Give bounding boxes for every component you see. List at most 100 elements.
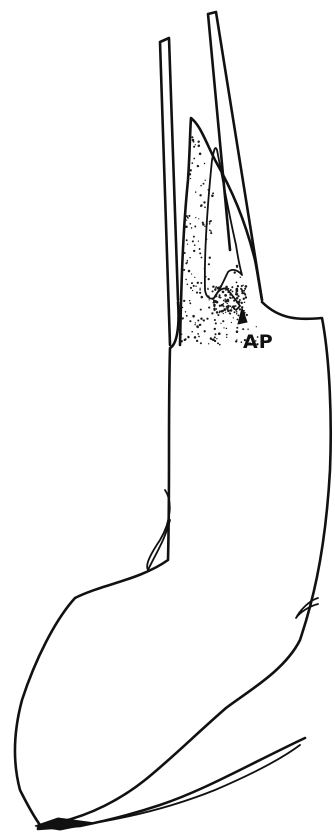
stipple-dot (204, 330, 206, 332)
stipple-dot (231, 297, 233, 299)
stipple-dot (241, 302, 243, 304)
stipple-dot (191, 282, 193, 284)
ap-label: AP (243, 331, 274, 353)
stipple-dot (200, 185, 202, 187)
stipple-dot (226, 303, 228, 305)
stipple-dot (208, 263, 210, 265)
stipple-dot (190, 287, 192, 289)
stipple-dot (189, 223, 191, 225)
stipple-dot (189, 145, 191, 147)
stipple-dot (224, 287, 226, 289)
stipple-dot (216, 311, 219, 314)
stipple-dot (203, 201, 205, 203)
stipple-dot (204, 267, 206, 269)
stipple-dot (226, 337, 227, 338)
stipple-dot (195, 285, 196, 286)
stipple-dot (228, 288, 229, 289)
stipple-dot (194, 226, 196, 228)
stipple-dot (182, 317, 184, 319)
stipple-dot (214, 289, 216, 291)
stipple-dot (245, 296, 247, 298)
stipple-dot (219, 294, 221, 296)
stipple-dot (243, 292, 245, 294)
stipple-dot (219, 344, 221, 346)
stipple-dot (204, 270, 205, 271)
stipple-dot (186, 239, 188, 241)
stipple-dot (212, 285, 214, 287)
stipple-dot (233, 271, 235, 273)
stipple-dot (244, 302, 246, 304)
stipple-dot (192, 240, 194, 242)
stipple-dot (215, 296, 216, 297)
stipple-dot (192, 290, 193, 291)
stipple-dot (199, 252, 201, 254)
stipple-dot (191, 136, 193, 138)
stipple-dot (223, 306, 225, 308)
stipple-dot (230, 309, 233, 312)
stipple-dot (211, 312, 213, 314)
stipple-dot (217, 314, 219, 316)
stipple-dot (243, 290, 245, 292)
stipple-dot (208, 343, 209, 344)
stipple-dot (200, 204, 202, 206)
stipple-dot (191, 331, 193, 333)
stipple-dot (199, 194, 201, 196)
stipple-dot (237, 285, 239, 287)
stipple-dot (181, 333, 183, 335)
stipple-dot (229, 312, 231, 314)
stipple-dot (197, 165, 199, 167)
stipple-dot (206, 239, 207, 240)
stipple-dot (203, 183, 205, 185)
stipple-dot (199, 289, 201, 291)
stipple-dot (241, 285, 243, 287)
stipple-dot (236, 330, 239, 333)
stipple-dot (225, 286, 228, 289)
stipple-dot (184, 252, 186, 254)
stipple-dot (217, 342, 219, 344)
stipple-dot (205, 240, 207, 242)
bottom-fold (38, 738, 305, 829)
stipple-dot (239, 308, 241, 310)
stipple-dot (244, 288, 246, 290)
stipple-dot (193, 285, 195, 287)
stipple-dot (208, 189, 210, 191)
stipple-dot (236, 265, 238, 267)
stipple-dot (218, 332, 221, 335)
stipple-dot (226, 334, 228, 336)
stipple-dot (236, 297, 239, 300)
stipple-dot (218, 296, 220, 298)
stipple-dot (241, 341, 243, 343)
stipple-dot (191, 227, 193, 229)
stipple-dot (198, 144, 201, 147)
stipple-dot (214, 336, 216, 338)
stipple-dot (185, 226, 188, 229)
stipple-dot (195, 217, 196, 218)
stipple-dot (191, 273, 192, 274)
stipple-dot (188, 270, 191, 273)
stipple-dot (200, 309, 202, 311)
stipple-dot (208, 295, 210, 297)
stipple-dot (233, 300, 235, 302)
stipple-dot (236, 301, 238, 303)
stipple-dot (221, 310, 224, 313)
stipple-dot (180, 340, 183, 343)
stipple-dot (233, 317, 234, 318)
stipple-dot (239, 299, 241, 301)
stipple-dot (193, 250, 195, 252)
stipple-dot (231, 286, 233, 288)
stipple-dot (220, 323, 221, 324)
stipple-dot (200, 342, 202, 344)
stipple-dot (199, 153, 202, 156)
stipple-dot (197, 327, 199, 329)
stipple-dot (237, 295, 239, 297)
stipple-dot (197, 333, 199, 335)
stipple-dot (207, 288, 209, 290)
stipple-dot (223, 313, 224, 314)
stipple-dot (194, 336, 197, 339)
stipple-dot (218, 286, 220, 288)
stipple-dot (224, 294, 227, 297)
stipple-dot (198, 240, 199, 241)
left-upper-blade (160, 38, 178, 345)
stipple-dot (190, 178, 191, 179)
